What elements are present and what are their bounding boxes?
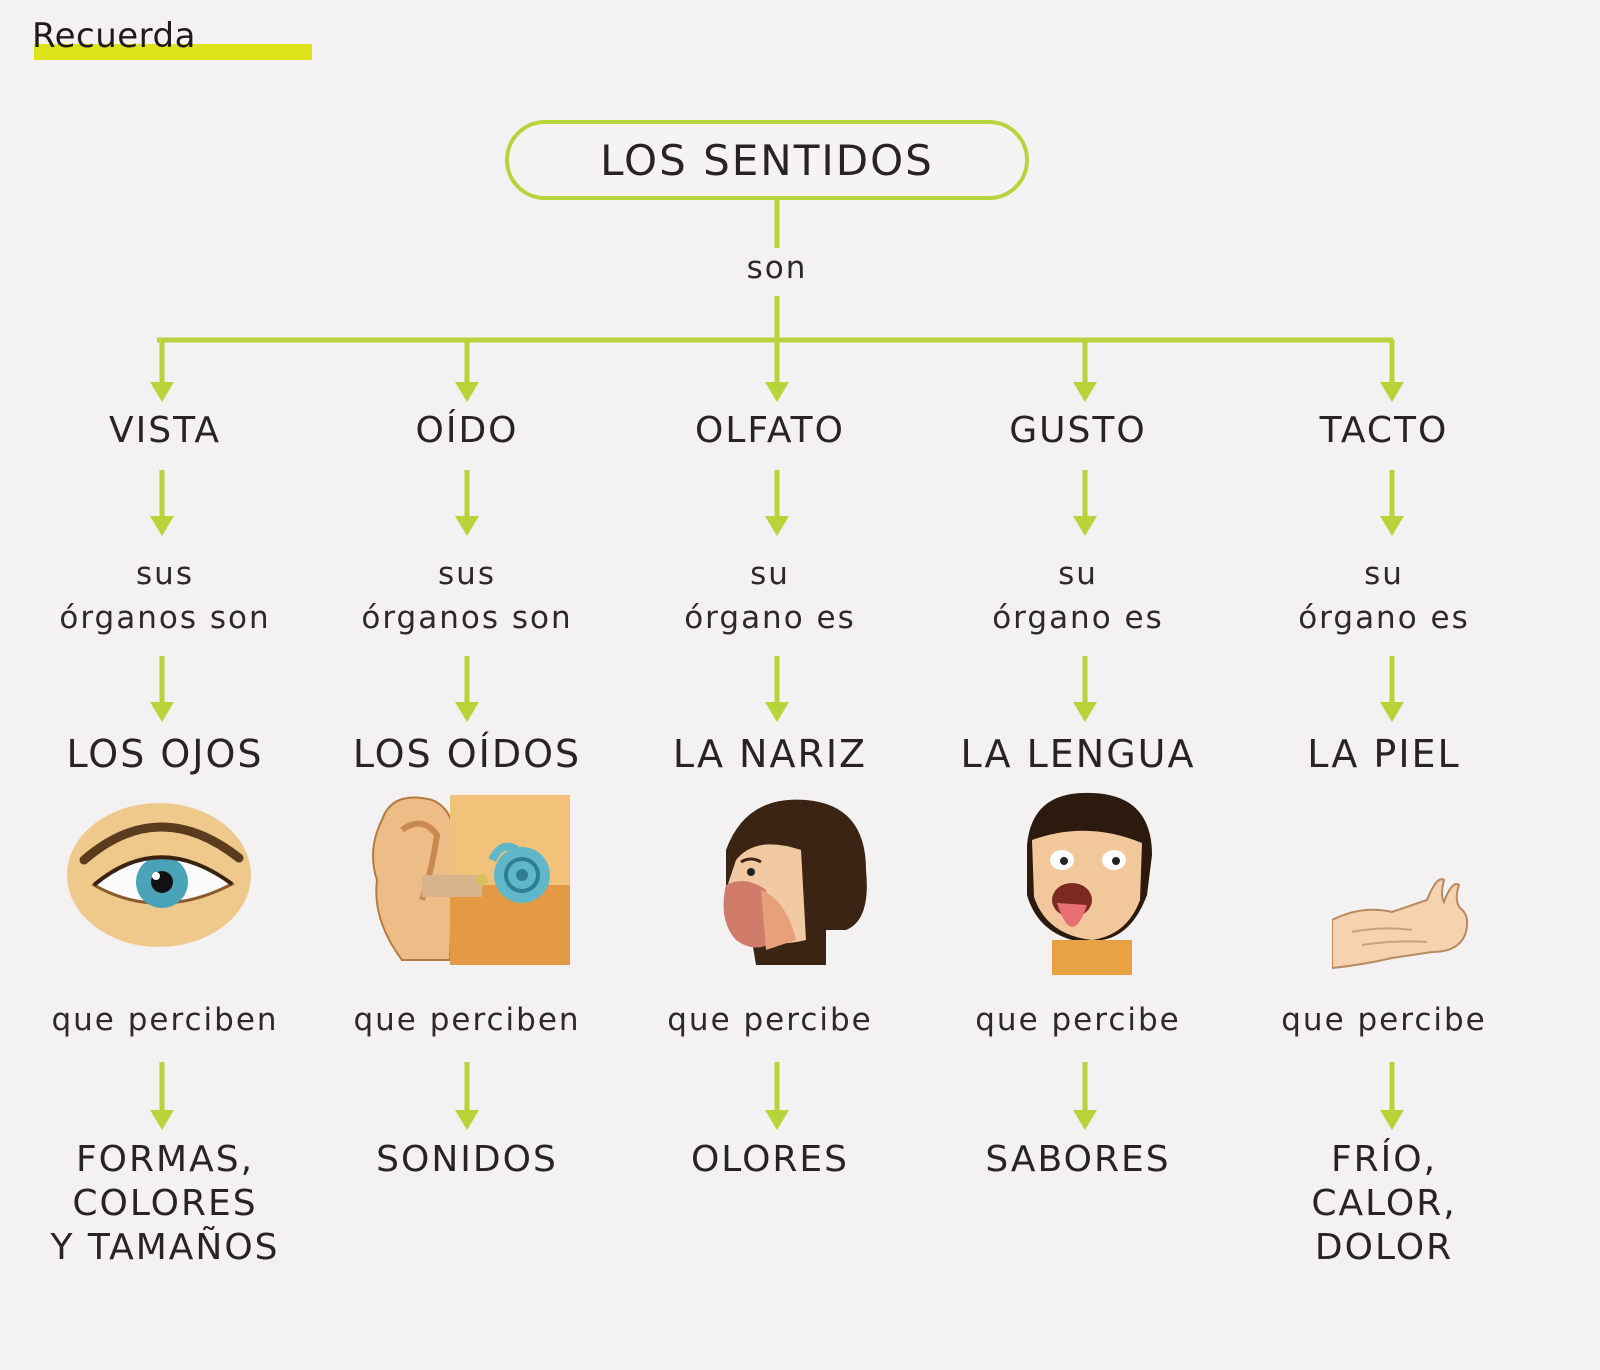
branch-arrow [765,340,789,402]
organ-name: LA NARIZ [672,732,868,776]
organ-name: LA LENGUA [960,732,1196,776]
link-arrow [150,470,174,536]
organ-link-label: sus órganos son [59,556,271,636]
organ-arrow [455,656,479,722]
organ-arrow [150,656,174,722]
organ-link-label: sus órganos son [361,556,573,636]
organ-name: LOS OÍDOS [352,732,582,776]
organ-arrow [765,656,789,722]
perceive-link-label: que perciben [353,1002,581,1038]
perceive-link-label: que percibe [975,1002,1181,1038]
organ-arrow [1380,656,1404,722]
link-arrow [1073,470,1097,536]
branch-arrow [1380,340,1404,402]
header-highlight [34,44,312,60]
perceive-link-label: que percibe [1281,1002,1487,1038]
tongue-icon [1012,785,1162,979]
branch-arrow [455,340,479,402]
sense-name: OLFATO [695,410,845,451]
organ-name: LA PIEL [1307,732,1461,776]
organ-arrow [1073,656,1097,722]
ear-icon [362,790,572,974]
title-box: LOS SENTIDOS [505,120,1029,200]
percept-arrow [1380,1062,1404,1130]
recuerda-header: Recuerda [28,14,318,66]
link-arrow [765,470,789,536]
eye-icon [64,800,254,954]
perceive-link-label: que percibe [667,1002,873,1038]
perceived-items: SABORES [985,1139,1171,1180]
perceive-link-label: que perciben [51,1002,279,1038]
nose-icon [706,790,876,974]
root-link-label: son [746,250,808,286]
percept-arrow [1073,1062,1097,1130]
perceived-items: SONIDOS [376,1139,558,1180]
sense-name: VISTA [109,410,221,451]
perceived-items: FRÍO, CALOR, DOLOR [1311,1139,1457,1268]
hand-icon [1331,860,1472,984]
percept-arrow [150,1062,174,1130]
sense-name: TACTO [1319,410,1449,451]
branch-arrow [1073,340,1097,402]
link-arrow [455,470,479,536]
sense-name: GUSTO [1009,410,1147,451]
percept-arrow [455,1062,479,1130]
percept-arrow [765,1062,789,1130]
organ-link-label: su órgano es [992,556,1164,636]
branch-arrow [150,340,174,402]
organ-name: LOS OJOS [66,732,264,776]
perceived-items: FORMAS, COLORES Y TAMAÑOS [50,1139,280,1268]
perceived-items: OLORES [690,1139,850,1180]
organ-link-label: su órgano es [684,556,856,636]
organ-link-label: su órgano es [1298,556,1470,636]
sense-name: OÍDO [415,410,519,451]
link-arrow [1380,470,1404,536]
map-title: LOS SENTIDOS [600,135,934,185]
header-label: Recuerda [32,16,196,56]
